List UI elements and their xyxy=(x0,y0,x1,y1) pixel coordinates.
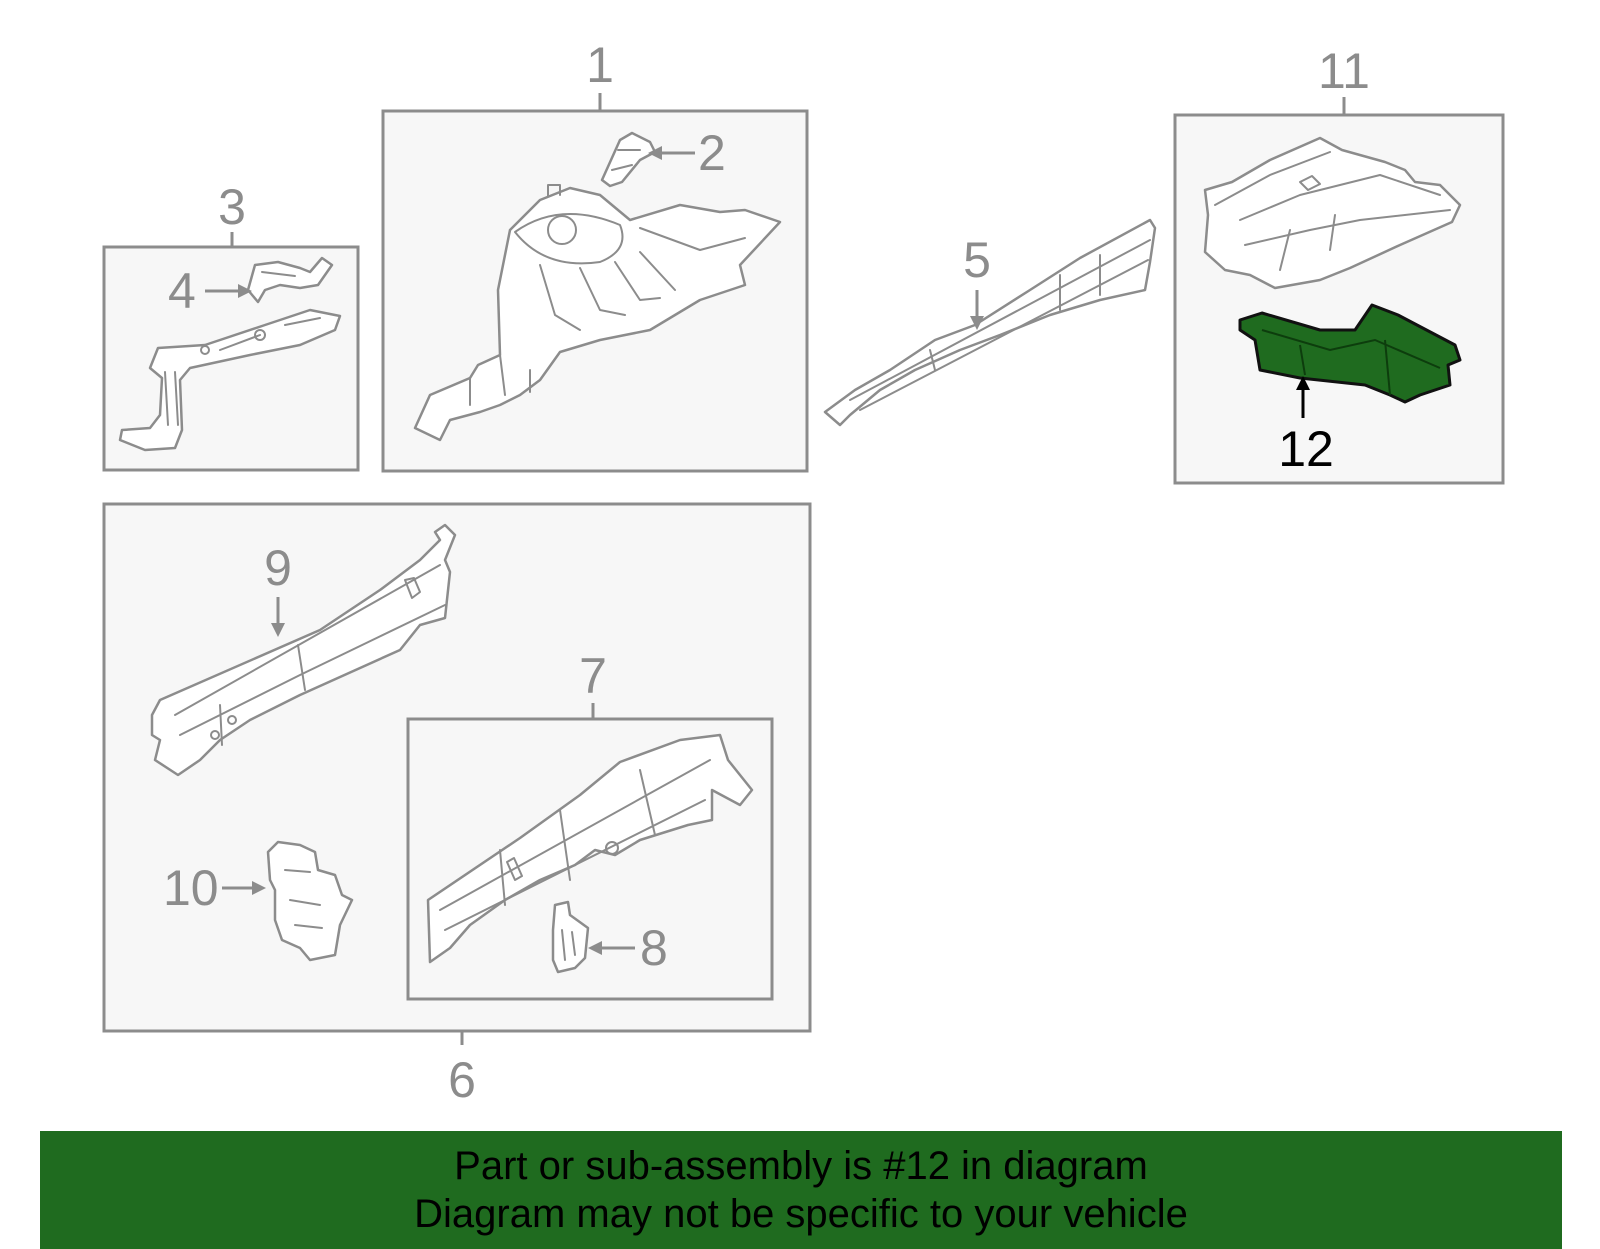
part-4-bracket[interactable] xyxy=(246,256,334,304)
callout-9: 9 xyxy=(264,540,292,596)
part-1-apron[interactable] xyxy=(413,184,782,442)
callout-12: 12 xyxy=(1278,421,1334,477)
leader-10 xyxy=(222,881,266,895)
callout-11: 11 xyxy=(1318,43,1370,99)
leader-5 xyxy=(970,290,984,330)
leader-2 xyxy=(648,146,695,160)
callout-2: 2 xyxy=(698,125,726,181)
callout-3: 3 xyxy=(218,179,246,235)
part-3-support[interactable] xyxy=(118,308,342,452)
info-banner: Part or sub-assembly is #12 in diagram D… xyxy=(40,1131,1562,1249)
part-9-frame-rail[interactable] xyxy=(150,523,457,777)
leader-9 xyxy=(271,597,285,637)
callout-1: 1 xyxy=(586,37,614,93)
leader-12 xyxy=(1296,376,1310,418)
callout-4: 4 xyxy=(168,263,196,319)
banner-line-1: Part or sub-assembly is #12 in diagram xyxy=(454,1144,1148,1188)
part-11-floor-assembly[interactable] xyxy=(1203,136,1462,290)
part-10-bracket[interactable] xyxy=(266,840,354,962)
part-8-bracket[interactable] xyxy=(551,900,590,974)
banner-line-2: Diagram may not be specific to your vehi… xyxy=(414,1192,1188,1236)
callout-10: 10 xyxy=(163,860,219,916)
part-5-rail[interactable] xyxy=(823,218,1157,427)
callout-7: 7 xyxy=(579,648,607,704)
leader-8 xyxy=(588,941,635,955)
part-12-highlighted[interactable] xyxy=(1238,303,1462,404)
callout-8: 8 xyxy=(640,920,668,976)
leader-4 xyxy=(205,284,252,298)
callout-5: 5 xyxy=(963,232,991,288)
callout-6: 6 xyxy=(448,1052,476,1108)
part-7-inner-rail[interactable] xyxy=(426,733,754,964)
